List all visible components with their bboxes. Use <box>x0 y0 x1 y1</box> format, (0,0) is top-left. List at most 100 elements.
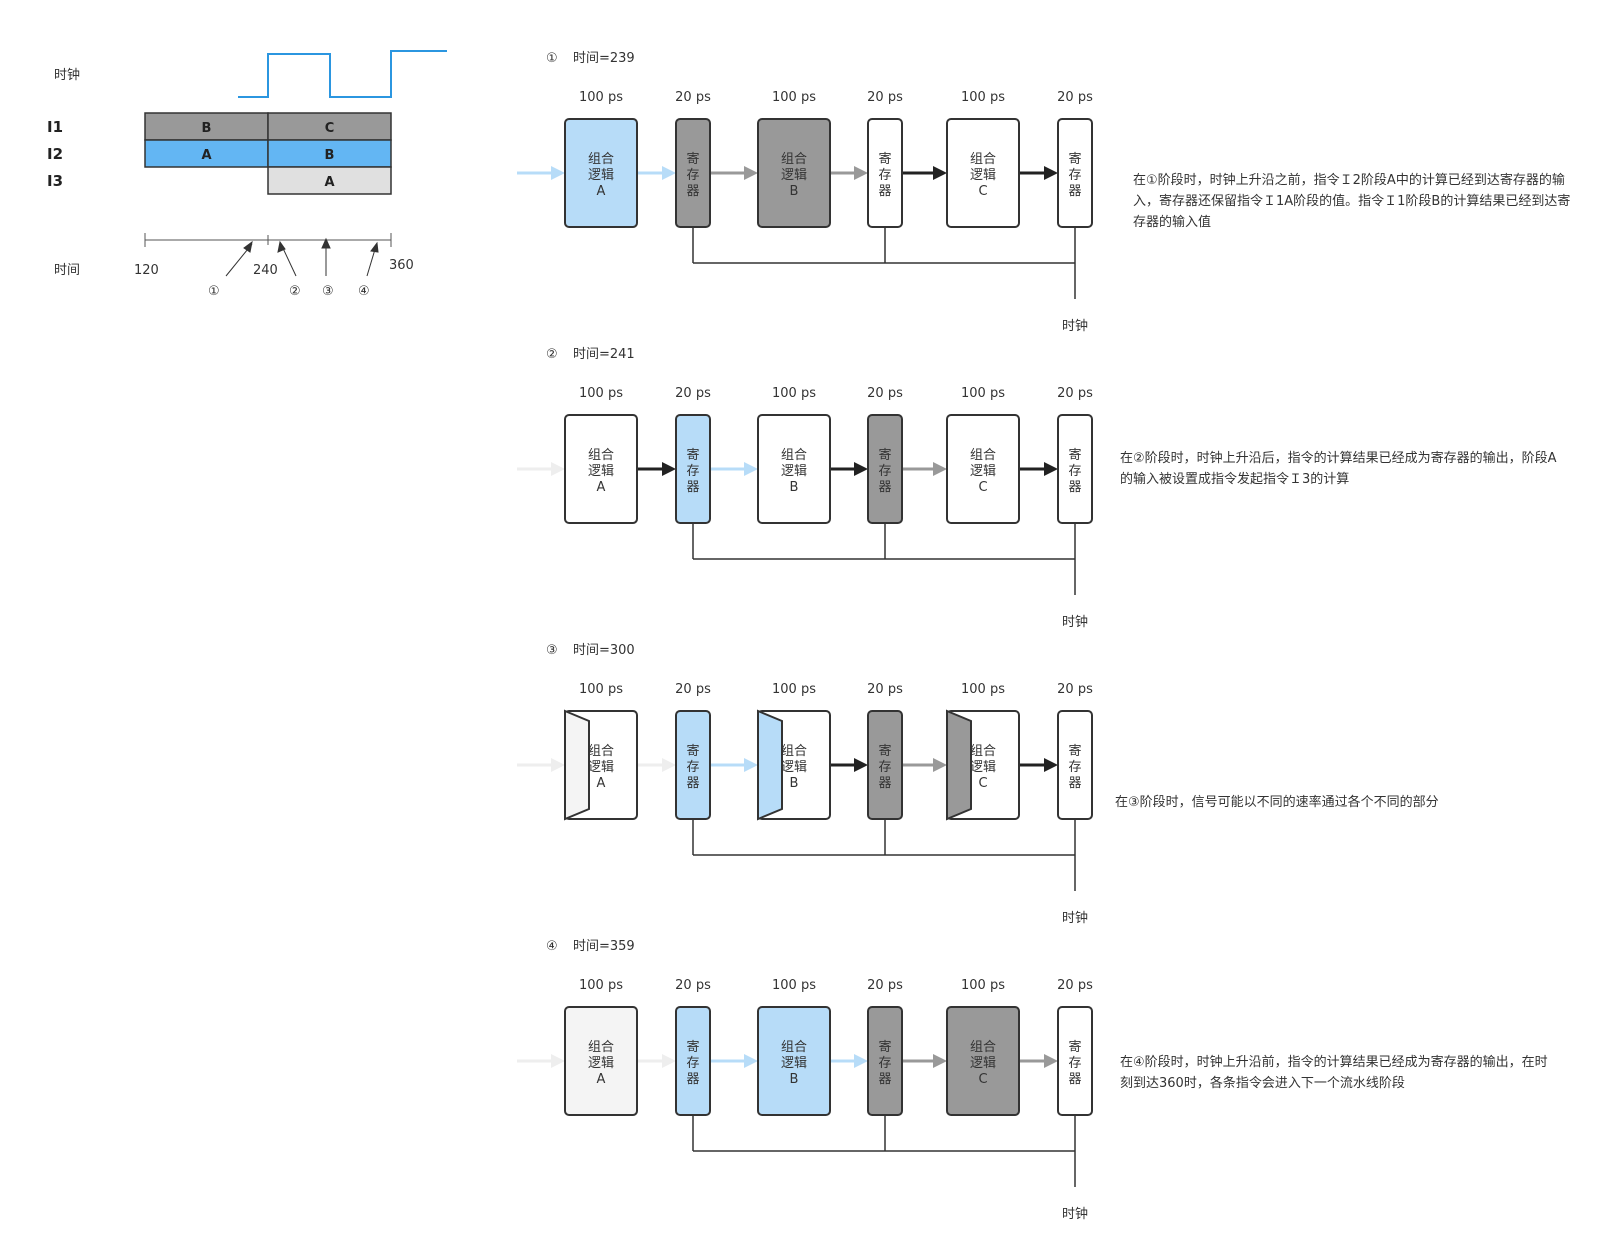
register-label: 寄 <box>878 743 891 759</box>
logic-label: 组合 <box>588 744 614 759</box>
logic-label: 组合 <box>970 744 996 759</box>
latency-label: 100 ps <box>772 978 816 993</box>
logic-label: 组合 <box>970 1040 996 1055</box>
arrowhead <box>551 1054 565 1068</box>
arrowhead <box>1044 166 1058 180</box>
arrowhead <box>933 758 947 772</box>
register-label: 器 <box>1068 184 1081 199</box>
clock-waveform <box>238 50 447 98</box>
latency-label: 20 ps <box>1057 682 1093 697</box>
time-markers <box>225 237 379 277</box>
clock-label: 时钟 <box>1062 614 1088 630</box>
register-label: 器 <box>878 1072 891 1087</box>
arrowhead <box>1044 462 1058 476</box>
logic-label: 逻辑 <box>588 464 614 479</box>
register-label: 寄 <box>1068 447 1081 463</box>
arrowhead <box>1044 1054 1058 1068</box>
arrowhead <box>744 758 758 772</box>
logic-block-a <box>564 414 638 524</box>
row-label-i1: I1 <box>47 118 63 136</box>
panel-time: 时间=241 <box>573 347 635 362</box>
logic-label: 逻辑 <box>588 168 614 183</box>
register-label: 存 <box>686 760 699 775</box>
logic-label: 逻辑 <box>970 760 996 775</box>
timing-segment <box>267 112 392 141</box>
logic-letter: B <box>790 184 799 199</box>
register-block <box>867 118 903 228</box>
register-label: 器 <box>878 184 891 199</box>
logic-block-b <box>757 118 831 228</box>
logic-label: 逻辑 <box>781 168 807 183</box>
register-label: 器 <box>1068 776 1081 791</box>
register-block <box>867 710 903 820</box>
register-label: 器 <box>1068 480 1081 495</box>
latency-label: 20 ps <box>1057 978 1093 993</box>
latency-label: 100 ps <box>579 90 623 105</box>
arrowhead <box>551 166 565 180</box>
logic-letter: C <box>978 776 987 791</box>
marker-3: ③ <box>322 284 334 299</box>
panel-marker: ④ <box>546 939 558 954</box>
register-label: 寄 <box>1068 1039 1081 1055</box>
latency-label: 100 ps <box>961 90 1005 105</box>
arrowhead <box>744 166 758 180</box>
arrowhead <box>662 1054 676 1068</box>
register-label: 存 <box>1068 168 1081 183</box>
register-label: 存 <box>1068 1056 1081 1071</box>
panel-marker: ② <box>546 347 558 362</box>
row-label-i2: I2 <box>47 145 63 163</box>
register-label: 器 <box>686 776 699 791</box>
logic-letter: A <box>597 776 606 791</box>
arrowhead <box>662 758 676 772</box>
register-block <box>1057 118 1093 228</box>
segment-label: A <box>201 148 211 163</box>
latency-label: 20 ps <box>675 682 711 697</box>
time-label: 时间 <box>54 263 80 278</box>
tick-label: 240 <box>253 263 278 278</box>
logic-letter: B <box>790 480 799 495</box>
clock-wiring <box>692 1115 1076 1187</box>
arrowhead <box>933 166 947 180</box>
arrowhead <box>854 462 868 476</box>
logic-letter: C <box>978 184 987 199</box>
latency-label: 20 ps <box>867 90 903 105</box>
marker-1: ① <box>208 284 220 299</box>
register-label: 存 <box>878 168 891 183</box>
arrowhead <box>854 758 868 772</box>
panel-time: 时间=359 <box>573 939 635 954</box>
latency-label: 100 ps <box>579 386 623 401</box>
register-label: 寄 <box>1068 743 1081 759</box>
register-label: 存 <box>686 464 699 479</box>
logic-label: 组合 <box>781 744 807 759</box>
logic-label: 组合 <box>781 1040 807 1055</box>
clock-label: 时钟 <box>54 67 80 83</box>
register-label: 寄 <box>686 151 699 167</box>
logic-label: 逻辑 <box>588 1056 614 1071</box>
segment-label: A <box>324 175 334 190</box>
logic-letter: B <box>790 1072 799 1087</box>
panel-marker: ① <box>546 51 558 66</box>
register-block <box>675 1006 711 1116</box>
segment-label: B <box>325 148 335 163</box>
signal-wedge <box>757 709 783 821</box>
logic-label: 逻辑 <box>781 1056 807 1071</box>
arrowhead <box>551 758 565 772</box>
latency-label: 100 ps <box>772 386 816 401</box>
tick-label: 120 <box>134 263 159 278</box>
clock-wiring <box>692 227 1076 299</box>
latency-label: 20 ps <box>867 978 903 993</box>
register-block <box>675 118 711 228</box>
timing-segment <box>267 166 392 195</box>
logic-label: 组合 <box>970 448 996 463</box>
register-label: 寄 <box>686 743 699 759</box>
register-label: 存 <box>878 760 891 775</box>
latency-label: 20 ps <box>675 978 711 993</box>
panel-marker: ③ <box>546 643 558 658</box>
tick-label: 360 <box>389 258 414 273</box>
logic-block-a <box>564 1006 638 1116</box>
logic-label: 逻辑 <box>781 760 807 775</box>
register-label: 寄 <box>1068 151 1081 167</box>
